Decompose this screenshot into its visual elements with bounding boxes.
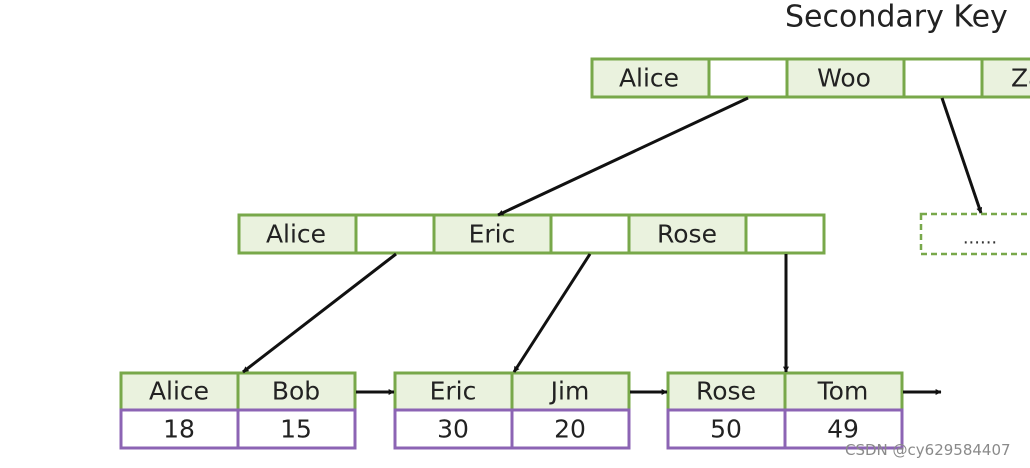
root-pointer-cell <box>707 57 789 99</box>
internal-key-cell <box>237 213 358 255</box>
root-key-cell <box>590 57 711 99</box>
internal-pointer-cell <box>354 213 436 255</box>
root-node: Alice Woo Za <box>590 57 1030 99</box>
leaf-key-cell <box>393 371 514 412</box>
leaf-key-cell <box>666 371 787 412</box>
internal-key-cell <box>432 213 553 255</box>
leaf-value-cell <box>119 408 240 450</box>
leaf-node: Alice Bob 18 15 <box>119 371 357 450</box>
internal-pointer-cell <box>549 213 631 255</box>
watermark: CSDN @cy629584407 <box>845 441 1011 459</box>
leaf-key-cell <box>510 371 631 412</box>
leaf-value-label: 18 <box>163 415 195 444</box>
root-key-label: Alice <box>619 64 679 93</box>
diagram-title: Secondary Key <box>785 0 1008 35</box>
edge-internal-to-leaf-2 <box>512 253 592 373</box>
leaf-key-label: Jim <box>549 377 590 406</box>
leaf-value-label: 49 <box>827 415 859 444</box>
internal-key-label: Alice <box>266 220 326 249</box>
internal-key-label: Rose <box>657 220 717 249</box>
leaf-value-label: 30 <box>437 415 469 444</box>
edge-internal-to-leaf-1 <box>242 252 397 374</box>
leaf-key-cell <box>236 371 357 412</box>
internal-pointer-cell <box>744 213 826 255</box>
leaf-node: Eric Jim 30 20 <box>393 371 631 450</box>
leaf-value-cell <box>666 408 787 450</box>
sibling-node: ...... <box>919 212 1030 256</box>
leaf-node: Rose Tom 50 49 <box>666 371 904 450</box>
sibling-node-box <box>919 212 1030 256</box>
leaf-value-cell <box>510 408 631 450</box>
root-key-label: Woo <box>817 64 871 93</box>
internal-node: Alice Eric Rose <box>237 213 826 255</box>
leaf-key-label: Eric <box>430 377 477 406</box>
root-key-cell <box>980 57 1030 99</box>
root-pointer-cell <box>902 57 984 99</box>
leaf-value-cell <box>783 408 904 450</box>
leaf-key-label: Rose <box>696 377 756 406</box>
leaf-key-cell <box>783 371 904 412</box>
leaf-value-cell <box>236 408 357 450</box>
leaf-value-label: 20 <box>554 415 586 444</box>
root-key-cell <box>785 57 906 99</box>
tree-edges <box>242 96 983 374</box>
leaf-key-label: Tom <box>817 377 869 406</box>
edge-root-to-internal <box>497 96 749 217</box>
leaf-key-label: Alice <box>149 377 209 406</box>
sibling-node-ellipsis: ...... <box>963 228 997 249</box>
leaf-value-label: 15 <box>280 415 312 444</box>
leaf-value-cell <box>393 408 514 450</box>
leaf-value-label: 50 <box>710 415 742 444</box>
root-key-label: Za <box>1011 64 1030 93</box>
internal-key-label: Eric <box>469 220 516 249</box>
edge-root-to-sibling <box>940 97 983 214</box>
leaf-key-label: Bob <box>272 377 320 406</box>
